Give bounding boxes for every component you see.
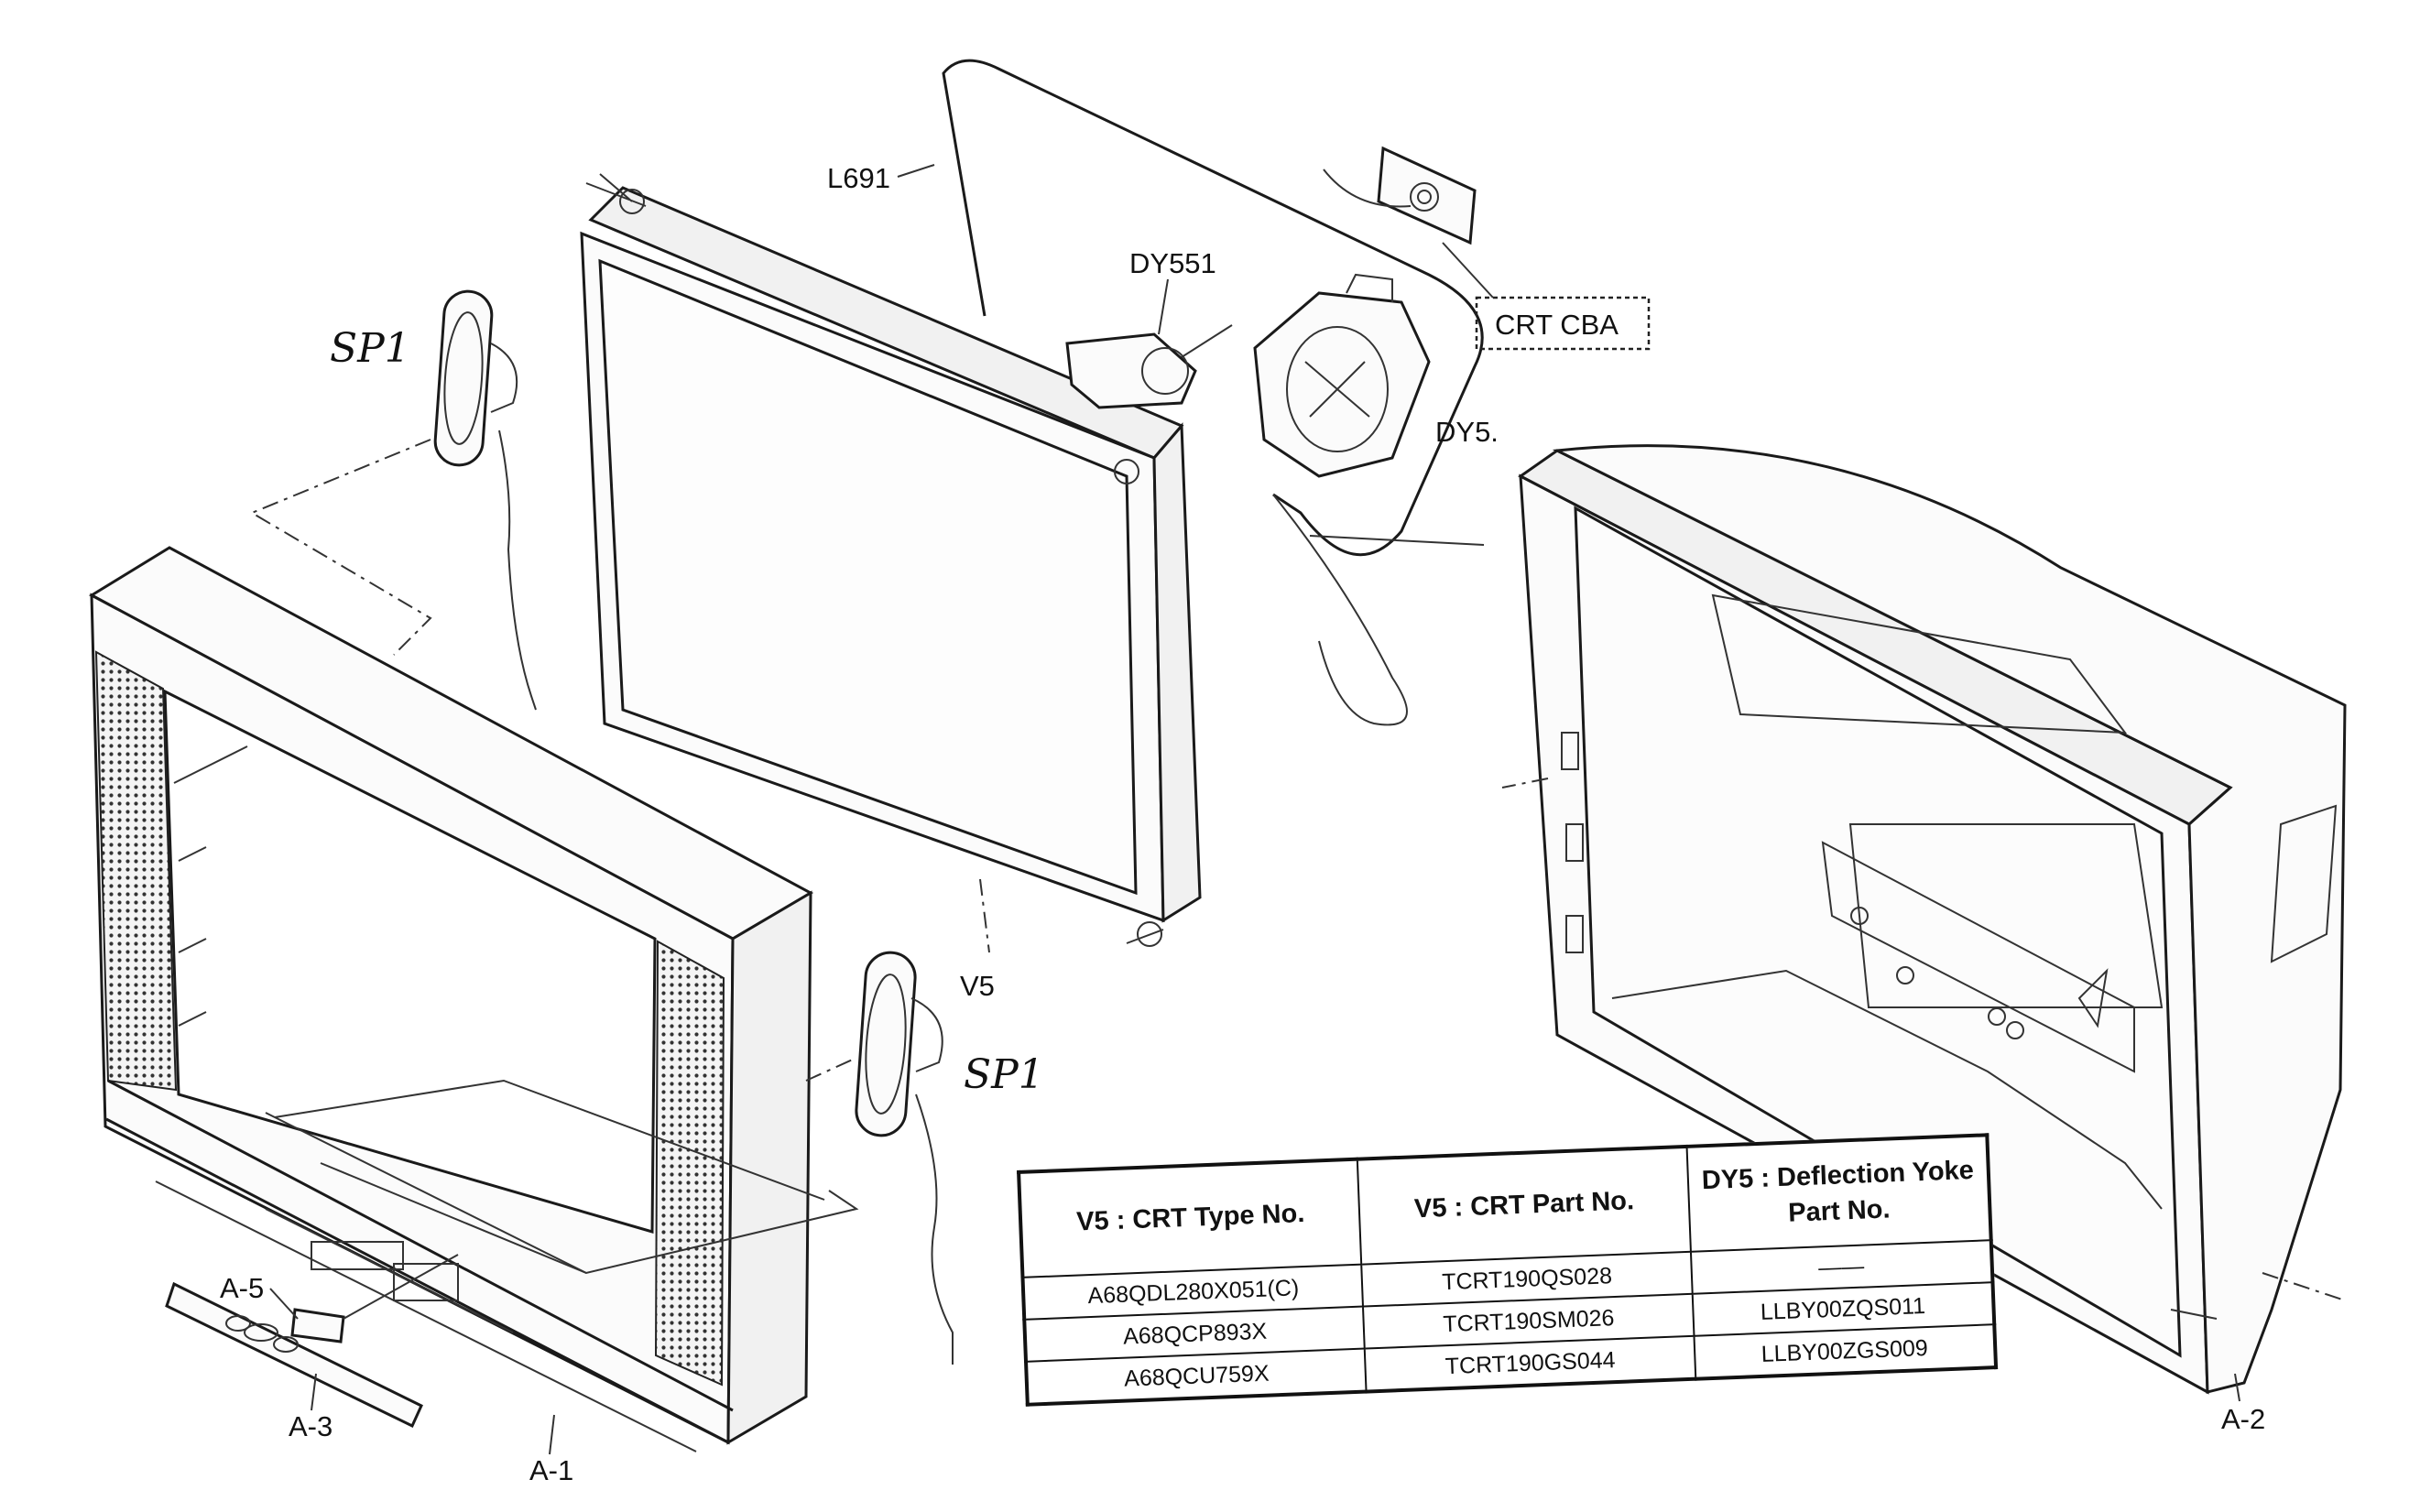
speaker-icon [855,951,943,1137]
speaker-top [249,289,537,711]
speaker-bottom [805,951,954,1365]
crt-parts-table: V5 : CRT Type No. V5 : CRT Part No. DY5 … [1017,1133,1999,1407]
control-panel [165,1254,459,1429]
crt-neck [1065,324,1233,409]
speaker-icon [433,289,518,467]
label-dy551: DY551 [1129,247,1216,279]
header-crt-type: V5 : CRT Type No. [1019,1158,1362,1278]
label-dy5: DY5. [1435,416,1499,448]
label-sp1-top: SP1 [330,325,410,372]
label-v5: V5 [960,970,995,1002]
deflection-yoke-icon [1253,273,1431,478]
left-speaker-grill [94,650,178,1092]
degauss-coil [942,59,1485,726]
label-a3: A-3 [289,1410,332,1442]
label-crt-cba: CRT CBA [1495,309,1619,341]
header-yoke-part: DY5 : Deflection Yoke Part No. [1686,1135,1991,1252]
label-a2: A-2 [2221,1403,2265,1435]
back-cabinet [1501,444,2347,1395]
front-cabinet [88,546,859,1452]
crt-cba-box [1475,296,1651,351]
right-speaker-grill [654,940,725,1387]
crt-tube-icon [580,173,1202,953]
label-sp1-bottom: SP1 [964,1051,1044,1098]
labels: L691 DY551 CRT CBA DY5. V5 SP1 SP1 A-5 A… [220,162,2265,1486]
header-crt-part: V5 : CRT Part No. [1357,1146,1691,1265]
label-a5: A-5 [220,1272,264,1304]
label-a1: A-1 [529,1454,573,1486]
crt-board-icon [1323,146,1651,351]
label-l691: L691 [827,162,890,194]
